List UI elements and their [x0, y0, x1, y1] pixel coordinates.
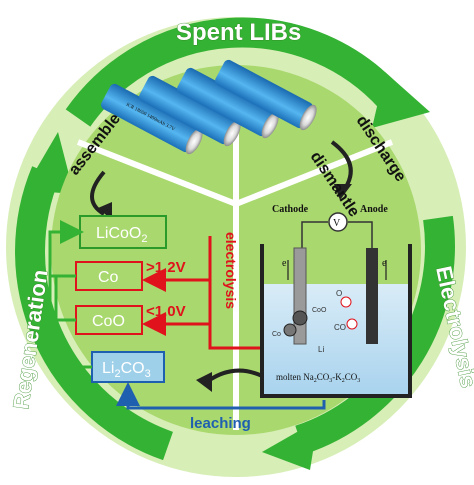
discharge-arrowhead — [334, 184, 352, 200]
leaching-return-arrowhead — [196, 372, 212, 392]
sector-divider-right — [234, 139, 394, 207]
co2-bubble — [346, 318, 358, 330]
wire-cathode — [301, 221, 328, 248]
electron-right: e — [382, 258, 387, 269]
connector-li2co3-licoo2 — [48, 276, 92, 369]
box-coo-text: CoO — [92, 313, 125, 330]
ring-arrow-top — [65, 17, 402, 127]
label-low-voltage: <1.0V — [146, 303, 186, 320]
voltmeter-icon — [328, 212, 348, 232]
label-anode: Anode — [360, 204, 388, 215]
wire-anode — [348, 221, 373, 248]
ring-arrowhead-right — [262, 420, 318, 470]
sector-divider-left — [76, 139, 238, 207]
anode-electrode — [366, 248, 378, 344]
ring-arrowhead-top — [372, 72, 430, 128]
label-coo-particle: CoO — [312, 307, 327, 314]
connector-co-licoo2 — [48, 220, 84, 278]
box-li2co3-text: Li2CO3 — [102, 360, 151, 380]
ring-arrowhead-left — [24, 132, 74, 194]
label-molten-salt: molten Na2CO3-K2CO3 — [276, 372, 360, 384]
box-coo — [75, 305, 143, 335]
ring-arrow-left — [15, 166, 174, 461]
box-licoo2-text: LiCoO2 — [96, 225, 147, 245]
leaching-line — [116, 382, 326, 410]
cell-vessel — [260, 244, 412, 398]
coo-particle — [283, 323, 297, 337]
box-co — [75, 261, 143, 291]
label-li2co3-small: Li — [318, 345, 324, 354]
electrolysis-cell: Cathode Anode V e e Co CoO O CO Li molte… — [260, 204, 412, 398]
label-electrolysis-step: electrolysis — [223, 232, 239, 309]
molten-salt — [264, 284, 408, 394]
label-co-particle: Co — [272, 331, 281, 338]
co-particle — [292, 310, 308, 326]
label-o2: O — [336, 289, 342, 298]
label-co2: CO — [334, 323, 346, 332]
voltmeter-label: V — [333, 218, 341, 229]
connector-coo-licoo2 — [54, 276, 76, 322]
label-high-voltage: >1.2V — [146, 259, 186, 276]
box-co-text: Co — [98, 269, 119, 286]
label-spent-libs: Spent LIBs — [176, 19, 301, 46]
electron-left: e — [282, 258, 287, 269]
label-leaching: leaching — [190, 415, 251, 432]
label-cathode: Cathode — [272, 204, 309, 215]
o2-bubble — [340, 296, 352, 308]
box-licoo2 — [79, 215, 167, 249]
assemble-arrow — [90, 170, 106, 216]
box-li2co3 — [91, 351, 165, 383]
